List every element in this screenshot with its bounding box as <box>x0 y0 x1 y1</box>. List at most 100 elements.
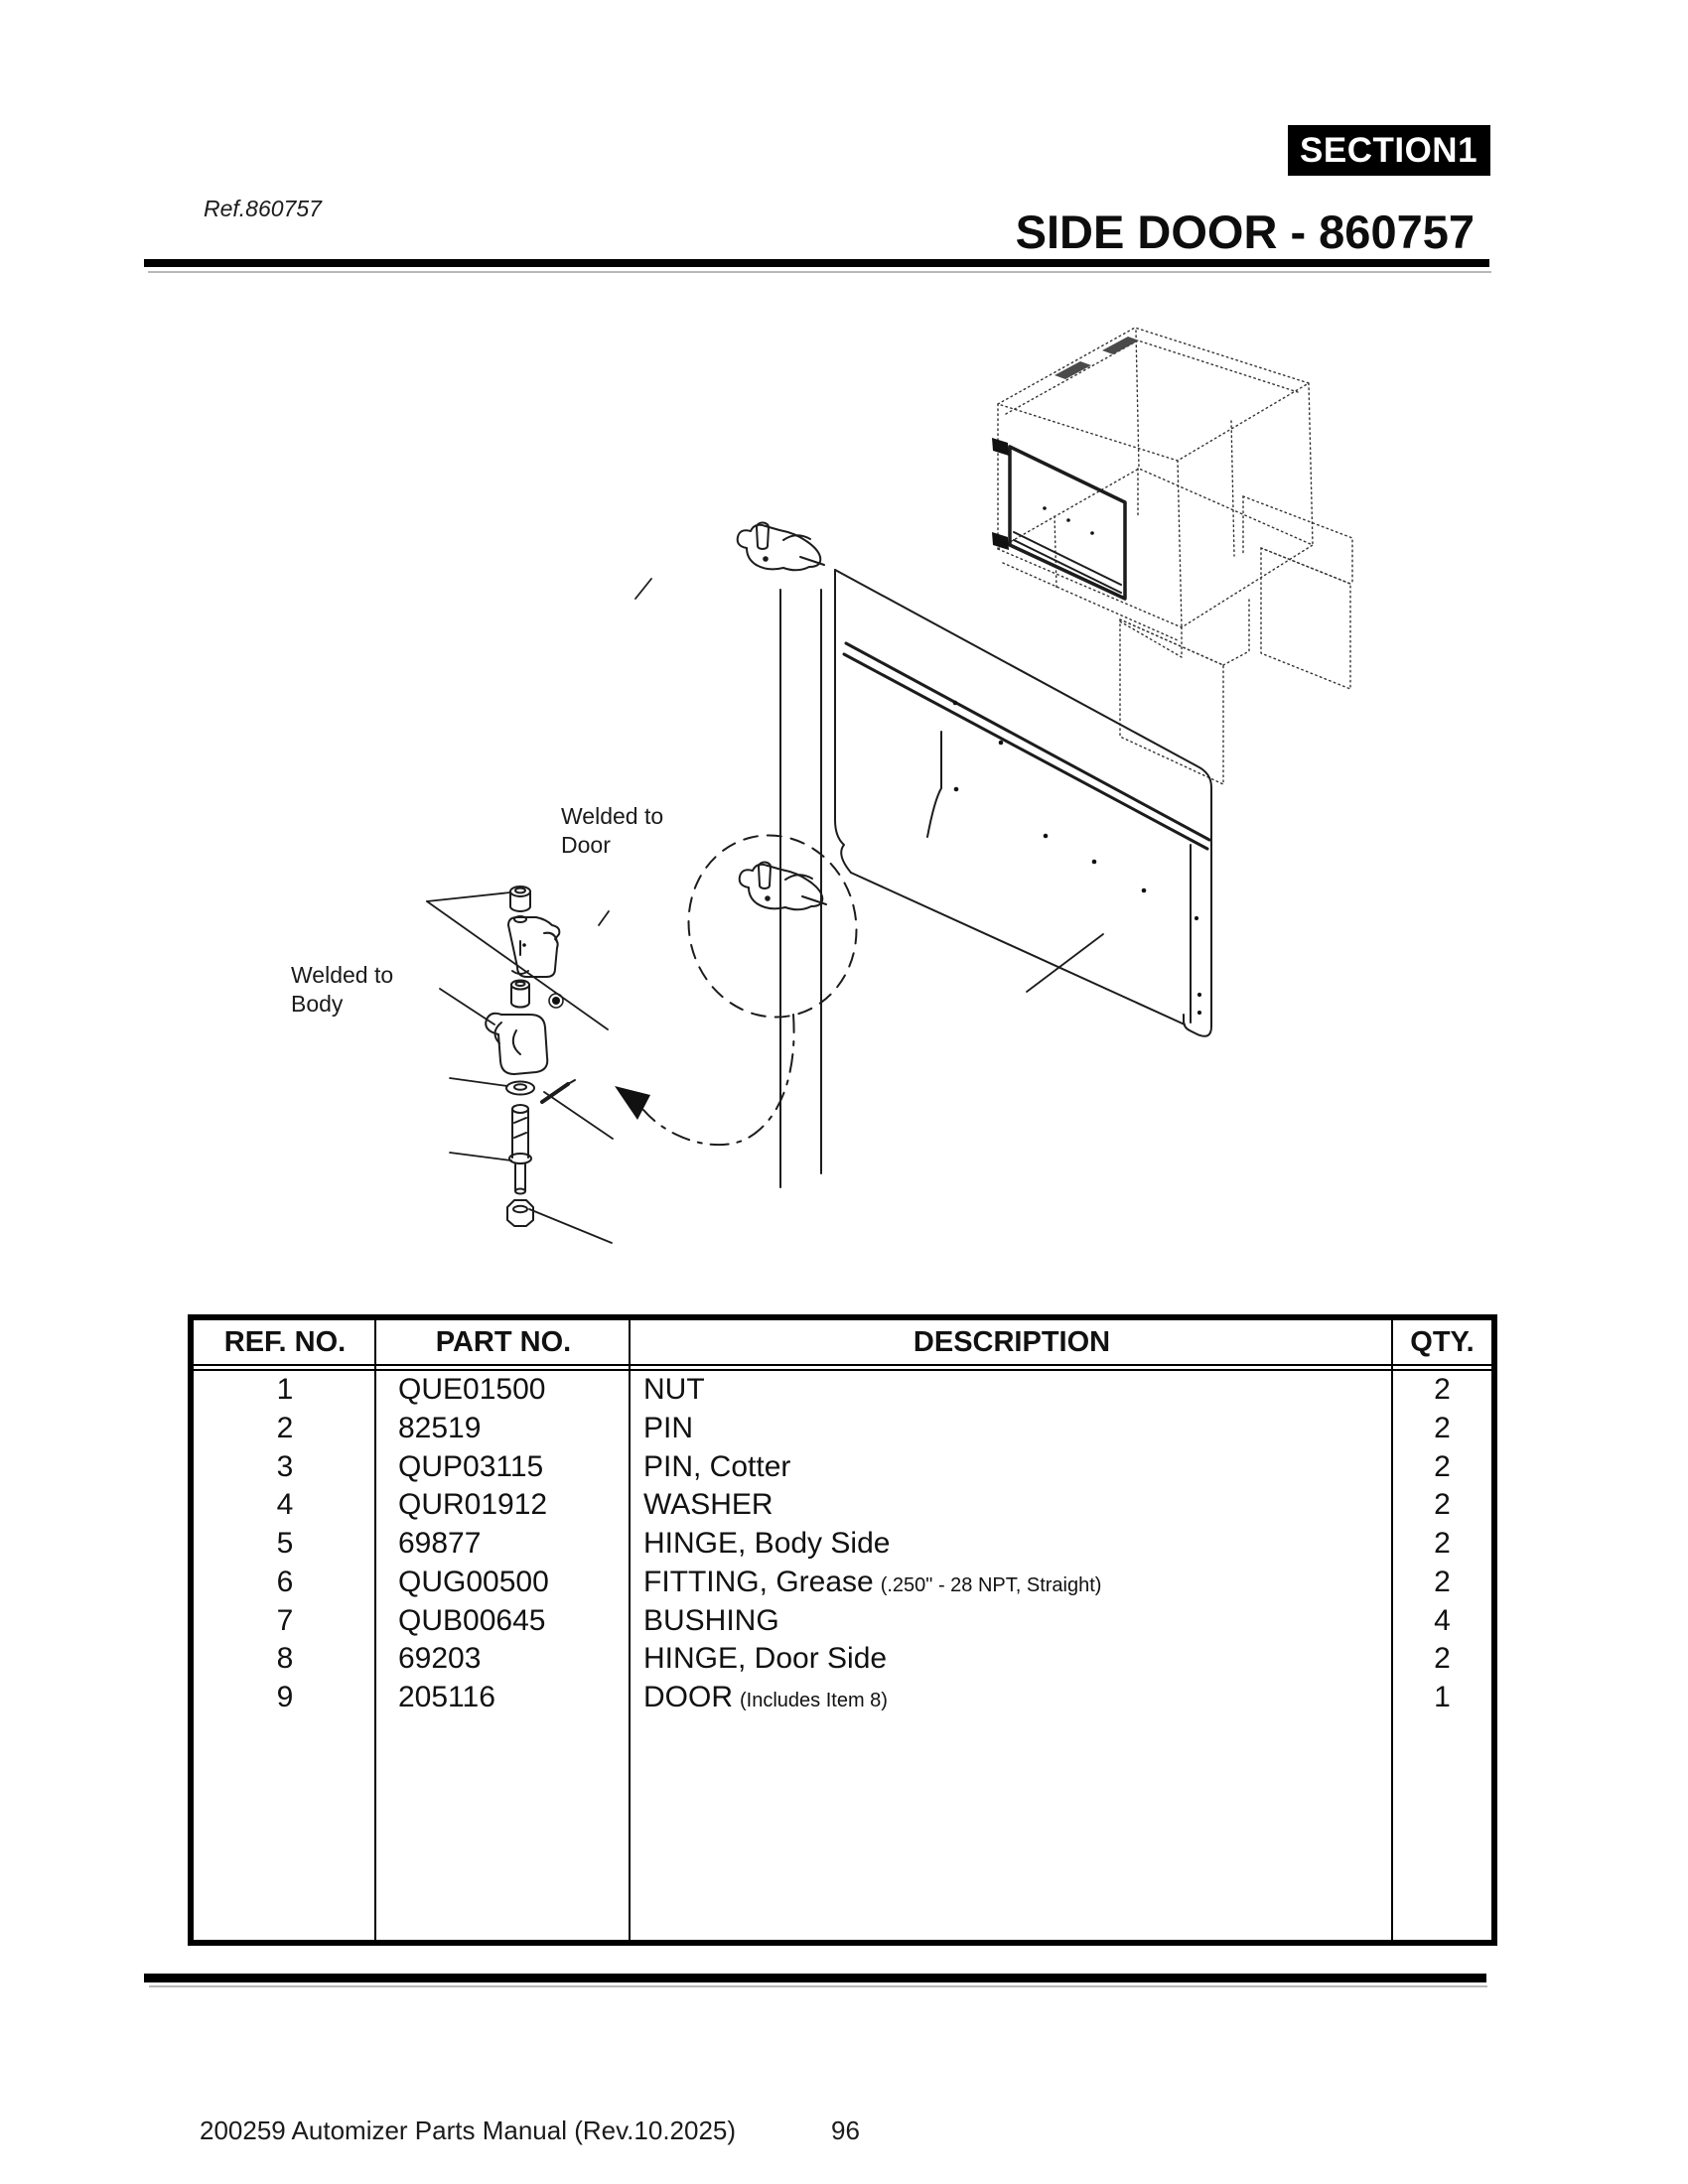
cell-qty: 2 <box>1434 1411 1451 1444</box>
cell-ref-no: 6 <box>276 1565 294 1598</box>
cell-qty: 2 <box>1434 1449 1451 1483</box>
cab-door-hinge-marks <box>992 438 1009 550</box>
page-bottom-rule <box>144 1974 1486 1982</box>
cell-description: WASHER <box>631 1486 1393 1525</box>
cell-part-no: QUR01912 <box>398 1488 548 1522</box>
footer-manual-title: 200259 Automizer Parts Manual (Rev.10.20… <box>200 2116 737 2145</box>
cell-ref-no: 3 <box>276 1449 294 1483</box>
exploded-hinge-door-side <box>507 915 561 978</box>
cell-part-no: QUG00500 <box>398 1565 549 1598</box>
cell-description: FITTING, Grease (.250" - 28 NPT, Straight… <box>631 1564 1393 1602</box>
cell-description: NUT <box>631 1371 1393 1410</box>
cell-ref-no: 7 <box>276 1603 294 1637</box>
hinge-detail-ellipse <box>687 834 858 1019</box>
cell-qty: 1 <box>1434 1681 1451 1713</box>
table-row: 9 205116 DOOR (Includes Item 8) 1 <box>194 1679 1491 1717</box>
cell-part-no: QUP03115 <box>398 1449 544 1483</box>
detail-reference-curve <box>642 1014 795 1147</box>
table-divider <box>374 1320 376 1940</box>
table-row: 5 69877 HINGE, Body Side 2 <box>194 1525 1491 1564</box>
cell-ref-no: 5 <box>276 1527 294 1560</box>
description-text: HINGE, Door Side <box>643 1642 888 1676</box>
cell-part-no: 69203 <box>398 1642 482 1676</box>
cell-ref-no: 9 <box>276 1681 294 1713</box>
description-text: PIN, Cotter <box>643 1449 791 1483</box>
header-qty: QTY. <box>1410 1326 1475 1358</box>
table-row: 7 QUB00645 BUSHING 4 <box>194 1602 1491 1641</box>
exploded-nut <box>506 1199 534 1227</box>
exploded-pin <box>508 1104 532 1195</box>
exploded-washer <box>505 1080 535 1096</box>
exploded-hinge-body-side <box>485 1012 549 1075</box>
cell-qty: 2 <box>1434 1527 1451 1560</box>
cab-roof-hatches <box>1055 337 1139 379</box>
door-panel-rivet-dots <box>952 700 1202 1016</box>
cell-qty: 2 <box>1434 1373 1451 1406</box>
reference-label: Ref.860757 <box>204 196 322 221</box>
leader-lines <box>426 578 1104 1244</box>
description-text: BUSHING <box>643 1603 779 1637</box>
cell-qty: 2 <box>1434 1642 1451 1676</box>
section-badge-label: SECTION <box>1300 130 1459 170</box>
table-row: 8 69203 HINGE, Door Side 2 <box>194 1640 1491 1679</box>
door-hinge-post <box>779 589 822 1188</box>
description-note: (Includes Item 8) <box>740 1690 888 1711</box>
cell-ref-no: 8 <box>276 1642 294 1676</box>
description-note: (.250" - 28 NPT, Straight) <box>880 1573 1102 1596</box>
detail-arrowhead <box>615 1086 650 1120</box>
cell-description: HINGE, Door Side <box>631 1640 1393 1679</box>
cell-description: DOOR (Includes Item 8) <box>631 1679 1393 1717</box>
section-badge-number: 1 <box>1458 130 1478 170</box>
exploded-bushing-bottom <box>510 979 530 1009</box>
title-rule <box>144 259 1489 267</box>
hinge-door-side-top <box>736 521 825 572</box>
table-divider <box>629 1320 631 1940</box>
cell-ref-no: 2 <box>276 1411 294 1444</box>
welded-to-body-label: Welded to Body <box>291 962 394 1018</box>
cell-ref-no: 4 <box>276 1488 294 1522</box>
description-text: PIN <box>643 1411 694 1444</box>
page-bottom-rule-shadow <box>149 1985 1487 1987</box>
parts-table: REF. NO. PART NO. DESCRIPTION QTY. 1 QUE0… <box>188 1314 1497 1946</box>
table-row: 2 82519 PIN 2 <box>194 1410 1491 1448</box>
description-text: FITTING, Grease <box>643 1565 874 1598</box>
header-ref-no: REF. NO. <box>223 1326 347 1358</box>
table-header-row: REF. NO. PART NO. DESCRIPTION QTY. <box>194 1320 1491 1371</box>
table-row: 6 QUG00500 FITTING, Grease (.250" - 28 NPT,… <box>194 1564 1491 1602</box>
section-badge: SECTION 1 <box>1288 125 1490 176</box>
cell-description: PIN <box>631 1410 1393 1448</box>
cell-part-no: 82519 <box>398 1411 482 1444</box>
cab-door-solid <box>1008 445 1127 601</box>
cab-door-dots <box>1043 506 1094 535</box>
description-text: HINGE, Body Side <box>643 1527 891 1560</box>
cell-part-no: 69877 <box>398 1527 482 1560</box>
hinge-door-side-bottom <box>738 861 827 911</box>
footer-page-number: 96 <box>831 2116 860 2145</box>
cell-qty: 4 <box>1434 1603 1451 1637</box>
description-text: WASHER <box>643 1488 774 1522</box>
header-description: DESCRIPTION <box>913 1326 1111 1358</box>
description-text: DOOR <box>643 1681 733 1713</box>
cell-qty: 2 <box>1434 1488 1451 1522</box>
cab-phantom-outline <box>997 327 1353 785</box>
table-row: 4 QUR01912 WASHER 2 <box>194 1486 1491 1525</box>
cell-ref-no: 1 <box>276 1373 294 1406</box>
cell-part-no: QUE01500 <box>398 1373 546 1406</box>
door-panel-outline <box>834 569 1212 1037</box>
welded-to-door-label: Welded to Door <box>561 803 664 859</box>
description-text: NUT <box>643 1373 705 1406</box>
cell-part-no: 205116 <box>398 1681 495 1713</box>
title-rule-shadow <box>148 271 1491 273</box>
page-title: SIDE DOOR - 860757 <box>1015 205 1475 258</box>
cell-description: BUSHING <box>631 1602 1393 1641</box>
exploded-cotter-pin <box>540 1079 576 1104</box>
table-divider <box>1391 1320 1393 1940</box>
cell-part-no: QUB00645 <box>398 1603 546 1637</box>
exploded-bushing-top <box>509 886 531 912</box>
table-row: 1 QUE01500 NUT 2 <box>194 1371 1491 1410</box>
table-row: 3 QUP03115 PIN, Cotter 2 <box>194 1448 1491 1487</box>
cell-description: PIN, Cotter <box>631 1448 1393 1487</box>
